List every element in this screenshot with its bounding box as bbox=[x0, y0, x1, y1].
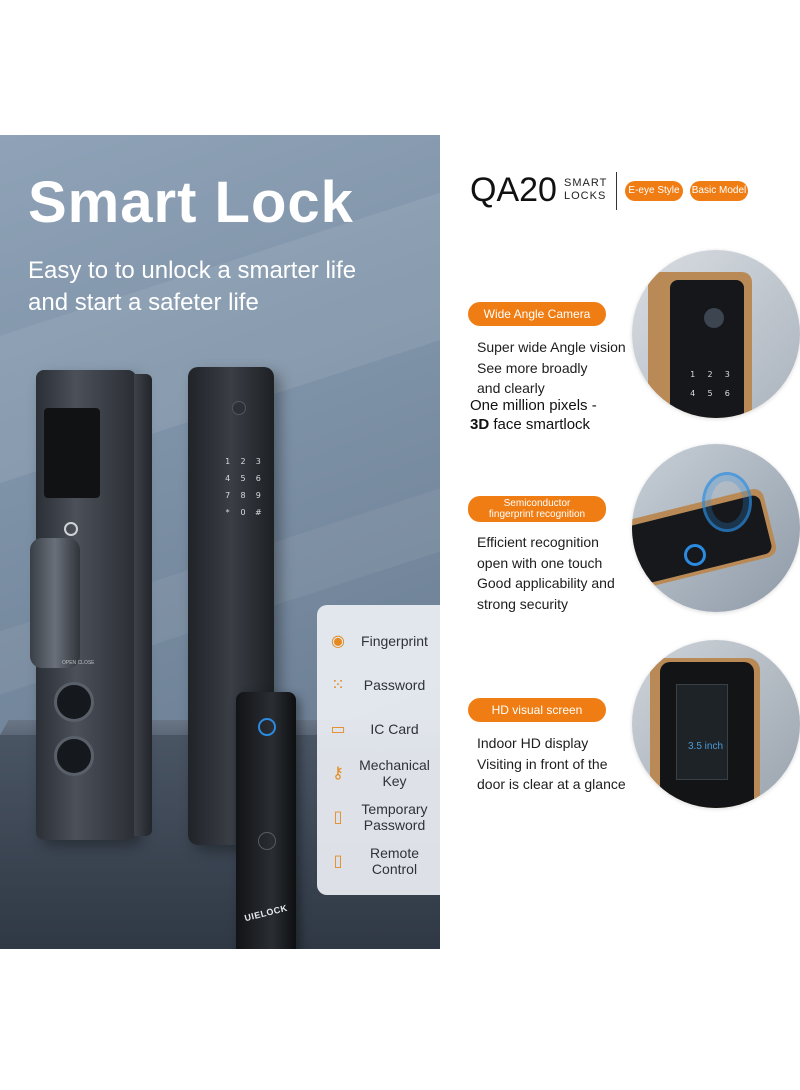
keypad-key: 2 bbox=[707, 370, 713, 379]
style-tag: E-eye Style bbox=[625, 181, 683, 201]
lock-panel bbox=[670, 280, 744, 418]
keypad-key: 5 bbox=[240, 474, 246, 483]
camera-extra-line: One million pixels - bbox=[470, 397, 597, 414]
desc-line: and clearly bbox=[477, 380, 545, 396]
fingerprint-icon bbox=[702, 472, 752, 532]
hero-panel: Smart Lock Easy to to unlock a smarter l… bbox=[0, 135, 440, 949]
close-label: CLOSE bbox=[77, 660, 95, 666]
hero-subtitle-line: and start a safeter life bbox=[28, 289, 259, 316]
camera-extra-rest: face smartlock bbox=[489, 416, 591, 433]
model-subtitle-line: SMART bbox=[564, 177, 608, 189]
open-label: OPEN bbox=[62, 660, 77, 666]
section-label-screen: HD visual screen bbox=[468, 698, 606, 722]
desc-line: Indoor HD display bbox=[477, 735, 589, 751]
divider bbox=[616, 172, 617, 210]
hero-subtitle: Easy to to unlock a smarter life and sta… bbox=[28, 255, 356, 319]
keypad-key: 4 bbox=[225, 474, 231, 483]
bold-3d: 3D bbox=[470, 416, 490, 433]
desc-line: door is clear at a glance bbox=[477, 776, 626, 792]
feature-label: Temporary Password bbox=[361, 801, 428, 833]
feature-item: ⁙ Password bbox=[317, 663, 440, 707]
lock-screen bbox=[44, 408, 100, 498]
keypad-key: 7 bbox=[225, 491, 231, 500]
lock-front-view: OPEN CLOSE bbox=[30, 370, 152, 840]
keypad-key: 6 bbox=[724, 389, 730, 398]
feature-label: IC Card bbox=[370, 721, 419, 737]
desc-line: Efficient recognition bbox=[477, 534, 599, 550]
hero-subtitle-line: Easy to to unlock a smarter life bbox=[28, 257, 357, 284]
desc-line: Visiting in front of the bbox=[477, 755, 608, 772]
feature-item: ◉ Fingerprint bbox=[317, 619, 440, 663]
handle-button bbox=[258, 832, 276, 850]
desc-line: open with one touch bbox=[477, 554, 603, 571]
keypad-key: 4 bbox=[690, 389, 696, 398]
keypad-key: 3 bbox=[724, 370, 730, 379]
desc-line: Super wide Angle vision bbox=[477, 339, 626, 355]
feature-item: ▯ Remote Control bbox=[317, 839, 440, 883]
hero-title: Smart Lock bbox=[28, 170, 354, 235]
model-name: QA20 bbox=[470, 171, 557, 209]
keypad-key: 8 bbox=[240, 491, 246, 500]
keypad-key: # bbox=[254, 508, 262, 517]
camera-icon bbox=[704, 308, 724, 328]
section-desc-fingerprint: Efficient recognition open with one touch… bbox=[477, 532, 615, 614]
label-line: Semiconductor bbox=[503, 498, 571, 509]
fingerprint-detail-image bbox=[632, 444, 800, 612]
camera-extra: One million pixels - 3D face smartlock bbox=[470, 396, 597, 434]
camera-detail-image: 1 2 3 4 5 6 bbox=[632, 250, 800, 418]
remote-control-icon: ▯ bbox=[333, 851, 343, 870]
open-close-label: OPEN CLOSE bbox=[62, 660, 95, 666]
lock-handle bbox=[30, 538, 80, 668]
indoor-screen bbox=[676, 684, 728, 780]
feature-item: ⚷ Mechanical Key bbox=[317, 751, 440, 795]
keypad-key: 6 bbox=[255, 474, 261, 483]
screen-detail-image: 3.5 inch bbox=[632, 640, 800, 808]
desc-line: Good applicability and bbox=[477, 575, 615, 591]
feature-list: ◉ Fingerprint ⁙ Password ▭ IC Card ⚷ Mechanical… bbox=[317, 605, 440, 895]
camera-extra-line: 3D face smartlock bbox=[470, 415, 597, 434]
keypad-key: * bbox=[225, 508, 230, 517]
lock-side bbox=[134, 374, 152, 836]
label-line: fingerprint recognition bbox=[488, 509, 586, 520]
feature-item: ▭ IC Card bbox=[317, 707, 440, 751]
feature-label: Password bbox=[363, 677, 426, 693]
desc-line: strong security bbox=[477, 595, 569, 612]
feature-item: ▯ Temporary Password bbox=[317, 795, 440, 839]
fingerprint-icon: ◉ bbox=[331, 631, 345, 650]
feature-label: Remote Control bbox=[369, 845, 420, 877]
key-cylinder bbox=[54, 736, 94, 776]
model-subtitle-line: LOCKS bbox=[564, 190, 607, 202]
brand-logo: UIELOCK bbox=[243, 902, 289, 924]
keypad-key: 1 bbox=[225, 457, 231, 466]
key-icon: ⚷ bbox=[332, 763, 344, 782]
fingerprint-ring-icon bbox=[258, 718, 276, 736]
camera-icon bbox=[232, 401, 246, 415]
screen-size-label: 3.5 inch bbox=[688, 741, 724, 752]
model-tag: Basic Model bbox=[690, 181, 748, 201]
model-subtitle: SMART LOCKS bbox=[564, 177, 607, 203]
thumb-turn-knob bbox=[54, 682, 94, 722]
temporary-password-icon: ▯ bbox=[333, 807, 343, 826]
password-icon: ⁙ bbox=[331, 675, 345, 694]
keypad-key: 9 bbox=[255, 491, 261, 500]
feature-label: Fingerprint bbox=[361, 633, 428, 649]
fingerprint-sensor bbox=[64, 522, 78, 536]
desc-line: See more broadly bbox=[477, 359, 588, 376]
section-label-camera: Wide Angle Camera bbox=[468, 302, 606, 326]
keypad-key: 2 bbox=[240, 457, 246, 466]
keypad-key: 1 bbox=[690, 370, 696, 379]
feature-label: Mechanical Key bbox=[359, 757, 430, 789]
fingerprint-ring-icon bbox=[684, 544, 706, 566]
keypad-key: 3 bbox=[255, 457, 261, 466]
keypad: 1 2 3 4 5 6 bbox=[684, 370, 736, 398]
ic-card-icon: ▭ bbox=[330, 719, 346, 738]
lock-handle-2: UIELOCK bbox=[236, 692, 296, 949]
keypad-key: 0 bbox=[240, 508, 246, 517]
section-label-fingerprint: Semiconductor fingerprint recognition bbox=[468, 496, 606, 522]
keypad-key: 5 bbox=[707, 389, 713, 398]
